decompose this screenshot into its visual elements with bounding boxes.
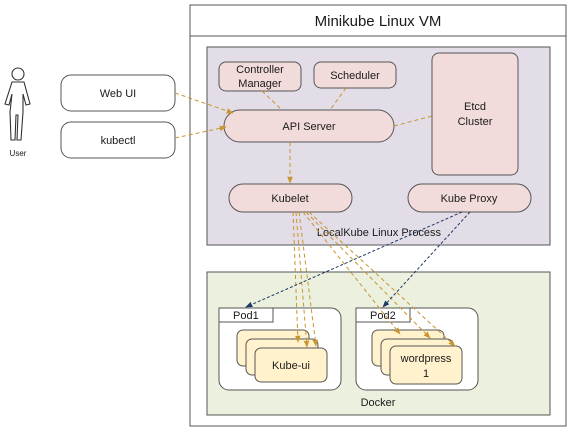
wordpress-label-line2: 1 [423,368,429,380]
controller-manager-box [218,61,302,92]
etcd-cluster: Etcd Cluster [431,52,519,176]
scheduler: Scheduler [313,61,397,89]
kube-ui-label: Kube-ui [272,360,310,372]
arrow-kubelet-to-kube-ui-b [295,211,310,348]
pod2-container-front [389,345,463,385]
api-server: API Server [223,109,395,143]
user-label: User [10,149,27,158]
arrow-kubelet-to-kube-ui-a [292,211,301,343]
kubelet-box [228,183,353,213]
api-server-label: API Server [282,121,336,133]
arrow-proxy-to-pod1 [245,211,463,308]
kubectl-label: kubectl [101,135,136,147]
controller-manager-line1: Controller [236,64,284,76]
kube-proxy-label: Kube Proxy [441,193,498,205]
pod1-container-front [254,347,328,383]
etcd-line2: Cluster [458,116,493,128]
kubelet-label: Kubelet [271,193,308,205]
pod1-label: Pod1 [233,310,259,322]
wordpress-label-line1: wordpress [400,353,452,365]
etcd-line1: Etcd [464,101,486,113]
arrow-kubelet-to-kube-ui-c [298,211,318,347]
pod2: Pod2 wordpress 1 [355,307,479,391]
vm-title-bar [189,4,567,37]
link-scheduler-to-api [329,87,347,111]
arrow-proxy-to-pod2 [382,211,471,308]
kube-proxy: Kube Proxy [407,183,532,213]
scheduler-box [313,61,397,89]
pod1: Pod1 Kube-ui [218,307,342,391]
arrow-kubelet-to-wordpress-b [305,211,431,339]
kubelet: Kubelet [228,183,353,213]
arrow-kubectl-to-api [174,125,227,139]
user: User [4,67,31,158]
controller-manager-line2: Manager [238,78,282,90]
etcd-box [431,52,519,176]
proxy-connectors [245,211,471,308]
pod1-tab [218,307,274,323]
localkube-label: LocalKube Linux Process [317,227,442,239]
kubectl-client: kubectl [60,121,176,159]
pod2-label: Pod2 [370,310,396,322]
arrow-kubelet-to-wordpress-a [302,211,401,335]
vm-title: Minikube Linux VM [315,13,442,30]
kubectl-box [60,121,176,159]
scheduler-label: Scheduler [330,70,380,82]
link-controller-to-api [261,90,283,111]
controller-manager: Controller Manager [218,61,302,92]
arrow-kubelet-to-wordpress-c [308,211,456,347]
pod2-tab [355,307,411,323]
arrow-webui-to-api [174,92,234,114]
web-ui-label: Web UI [100,88,136,100]
web-ui-client: Web UI [60,74,176,112]
user-icon [4,67,31,141]
api-connectors [174,87,456,348]
docker-label: Docker [361,397,396,409]
